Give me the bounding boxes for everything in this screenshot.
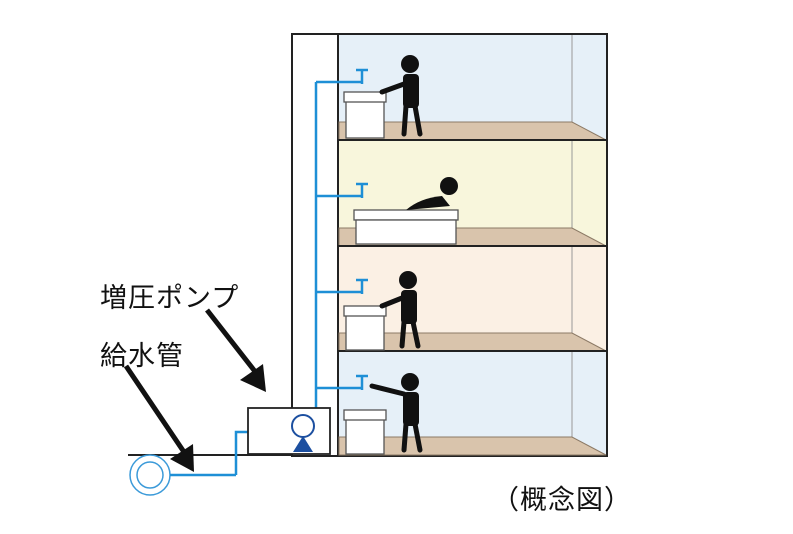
booster-pump-label: 増圧ポンプ — [100, 283, 240, 314]
water-main-icon — [129, 454, 236, 496]
pipe-arrow-icon — [123, 364, 194, 472]
water-pipe-label: 給水管 — [100, 341, 184, 372]
washbasin-icon — [343, 91, 387, 455]
booster-pump-icon — [247, 407, 331, 455]
person-icon — [369, 55, 458, 453]
faucet-icon — [356, 68, 368, 390]
floor-4 — [338, 35, 607, 141]
bathtub-icon — [353, 209, 459, 245]
pump-arrow-icon — [205, 308, 266, 392]
concept-caption: （概念図） — [492, 485, 632, 516]
